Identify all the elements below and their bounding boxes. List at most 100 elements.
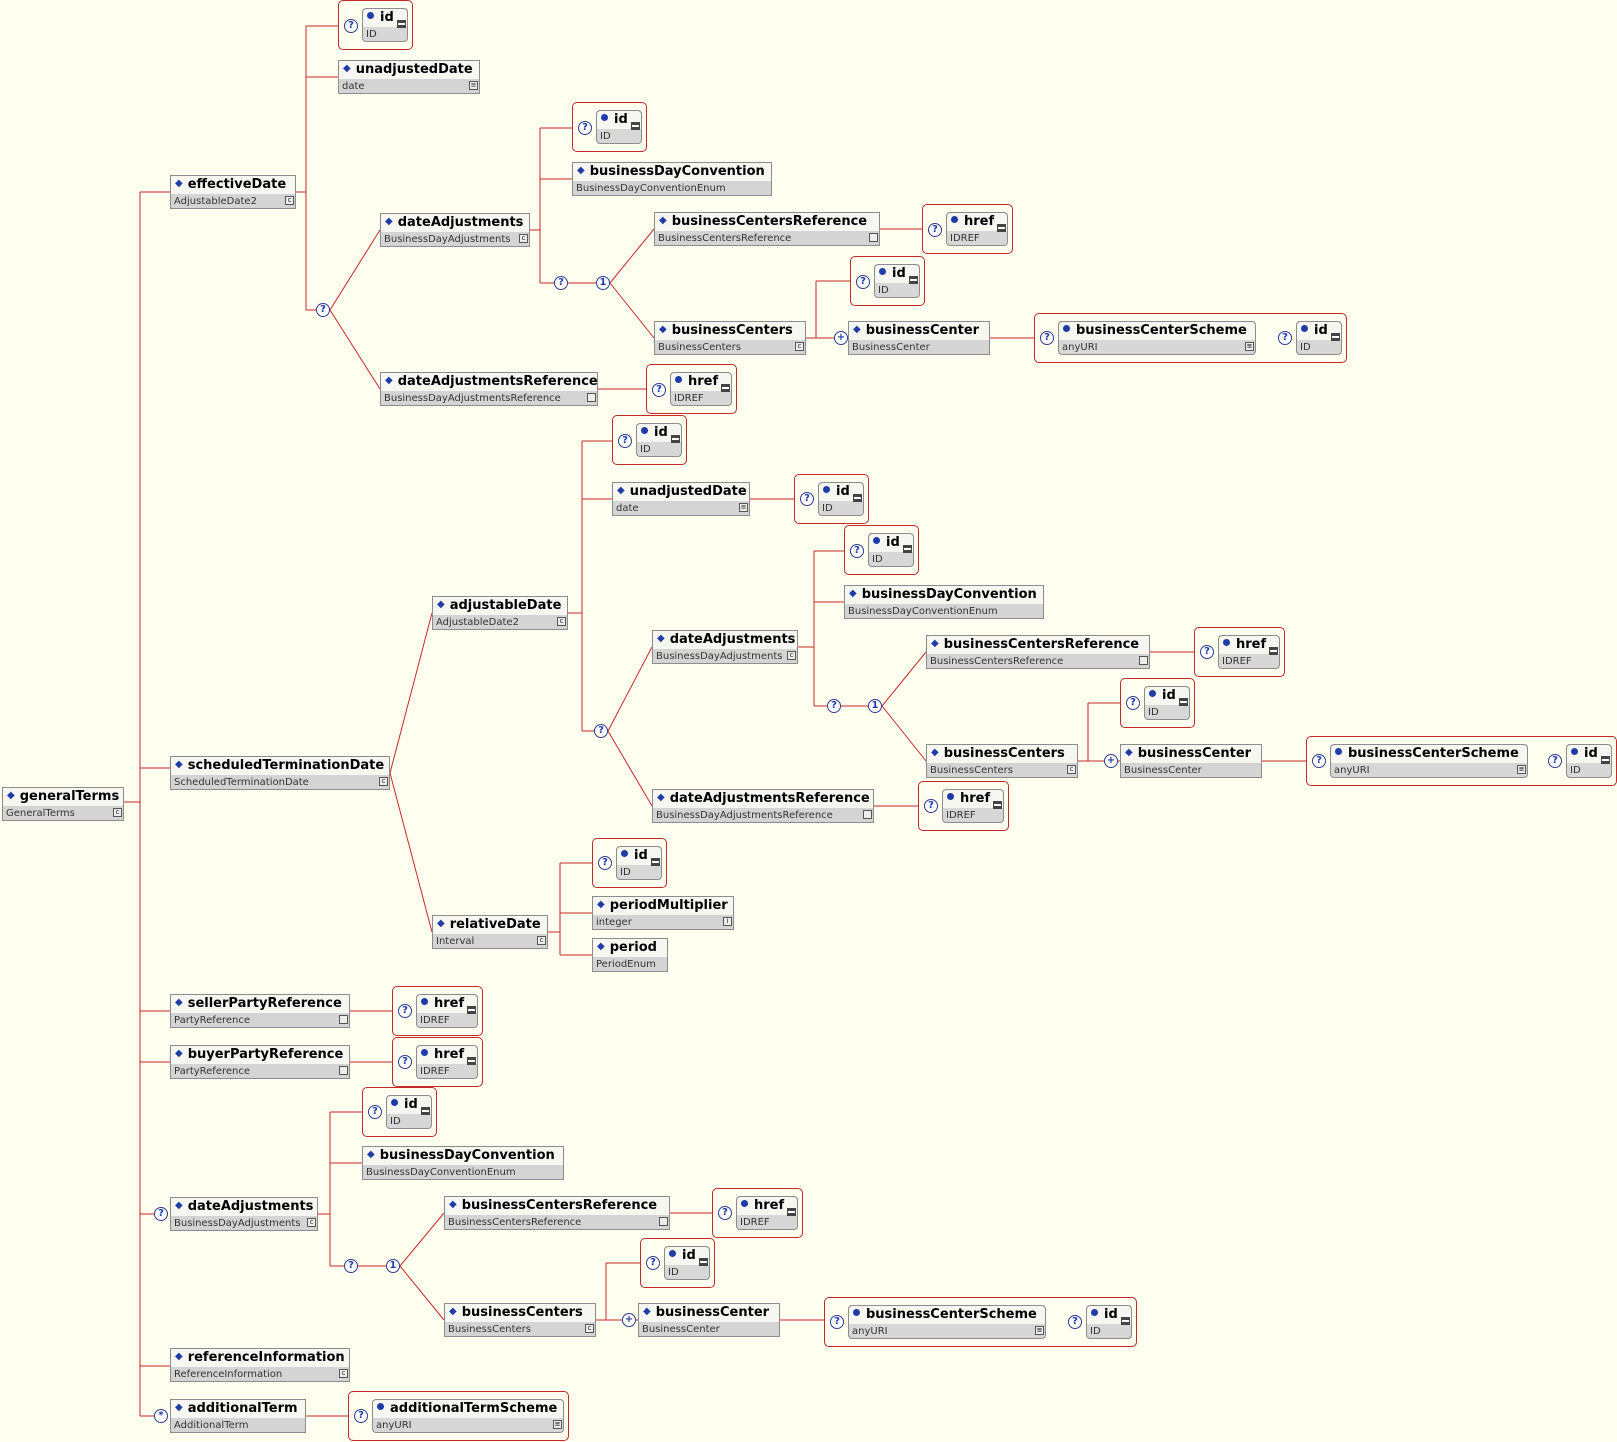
optional-badge: ? (1548, 754, 1562, 768)
optional-badge: ? (928, 223, 942, 237)
element-ad-business-centers-reference[interactable]: ◆businessCentersReference BusinessCenter… (926, 635, 1150, 669)
element-ad-business-center[interactable]: ◆businessCenter BusinessCenter (1120, 744, 1262, 778)
optional-badge: ? (1068, 1315, 1082, 1329)
attr-gt-da-id[interactable]: id ID (386, 1095, 432, 1129)
attribute-group (712, 1188, 803, 1238)
attr-ad-bc-id[interactable]: id ID (1566, 744, 1612, 778)
attr-ed-bcs-id[interactable]: id ID (874, 264, 920, 298)
attribute-group (1194, 627, 1285, 677)
element-seller-party-reference[interactable]: ◆sellerPartyReference PartyReference (170, 994, 350, 1028)
attribute-group (572, 102, 647, 152)
attr-ed-dar-href[interactable]: href IDREF (670, 372, 732, 406)
element-ed-business-center[interactable]: ◆businessCenter BusinessCenter (848, 321, 990, 355)
attr-ad-ud-id[interactable]: id ID (818, 482, 864, 516)
optional-sequence-badge: ? (554, 276, 568, 290)
attr-ad-dar-href[interactable]: href IDREF (942, 789, 1004, 823)
attr-ad-da-id[interactable]: id ID (868, 533, 914, 567)
attr-buyer-href[interactable]: href IDREF (416, 1045, 478, 1079)
attr-gt-bc-id[interactable]: id ID (1086, 1305, 1132, 1339)
attribute-group (922, 204, 1013, 254)
attr-gt-bcs-id[interactable]: id ID (664, 1246, 710, 1280)
attr-ad-bc-scheme[interactable]: businessCenterScheme anyURI≡ (1330, 744, 1528, 778)
attr-ed-id[interactable]: id ID (362, 8, 408, 42)
attribute-group (338, 0, 413, 50)
attribute-group (348, 1391, 569, 1441)
optional-badge: ? (1312, 754, 1326, 768)
element-ad-unadjusted-date[interactable]: ◆unadjustedDate date≡ (612, 482, 750, 516)
attr-rd-id[interactable]: id ID (616, 846, 662, 880)
optional-badge: ? (652, 383, 666, 397)
attr-ed-bc-id[interactable]: id ID (1296, 321, 1342, 355)
attr-gt-bcr-href[interactable]: href IDREF (736, 1196, 798, 1230)
optional-badge: ? (800, 492, 814, 506)
element-reference-information[interactable]: ◆referenceInformation ReferenceInformati… (170, 1348, 350, 1382)
attribute-group (640, 1238, 715, 1288)
attribute-group (794, 474, 869, 524)
element-ad-date-adjustments-reference[interactable]: ◆dateAdjustmentsReference BusinessDayAdj… (652, 789, 874, 823)
element-buyer-party-reference[interactable]: ◆buyerPartyReference PartyReference (170, 1045, 350, 1079)
optional-sequence-badge: ? (344, 1259, 358, 1273)
element-additional-term[interactable]: ◆additionalTerm AdditionalTerm (170, 1399, 306, 1433)
optional-badge: ? (830, 1315, 844, 1329)
attr-ed-bcr-href[interactable]: href IDREF (946, 212, 1008, 246)
attribute-group (592, 838, 667, 888)
element-ed-business-centers-reference[interactable]: ◆businessCentersReference BusinessCenter… (654, 212, 880, 246)
attr-ed-bc-scheme[interactable]: businessCenterScheme anyURI≡ (1058, 321, 1256, 355)
element-ed-business-day-convention[interactable]: ◆businessDayConvention BusinessDayConven… (572, 162, 772, 196)
optional-badge: ? (1040, 331, 1054, 345)
choice-badge: 1 (386, 1259, 400, 1273)
repeat-badge: + (622, 1313, 636, 1327)
optional-sequence-badge: ? (827, 699, 841, 713)
optional-badge: ? (398, 1004, 412, 1018)
optional-badge: ? (1200, 645, 1214, 659)
attribute-group (844, 525, 919, 575)
attr-ad-bcs-id[interactable]: id ID (1144, 686, 1190, 720)
repeat-badge: + (834, 331, 848, 345)
optional-badge: ? (398, 1055, 412, 1069)
optional-badge: ? (354, 1409, 368, 1423)
element-gt-business-day-convention[interactable]: ◆businessDayConvention BusinessDayConven… (362, 1146, 564, 1180)
element-ad-business-day-convention[interactable]: ◆businessDayConvention BusinessDayConven… (844, 585, 1044, 619)
choice-badge: 1 (868, 699, 882, 713)
attribute-group (612, 415, 687, 465)
attribute-group (850, 256, 925, 306)
attr-gt-bc-scheme[interactable]: businessCenterScheme anyURI≡ (848, 1305, 1046, 1339)
attr-ad-bcr-href[interactable]: href IDREF (1218, 635, 1280, 669)
optional-badge: ? (718, 1206, 732, 1220)
element-gt-business-centers-reference[interactable]: ◆businessCentersReference BusinessCenter… (444, 1196, 670, 1230)
attr-ed-da-id[interactable]: id ID (596, 110, 642, 144)
choice-badge: 1 (596, 276, 610, 290)
element-gt-business-center[interactable]: ◆businessCenter BusinessCenter (638, 1303, 780, 1337)
attr-at-scheme[interactable]: additionalTermScheme anyURI≡ (372, 1399, 564, 1433)
optional-badge: ? (1126, 696, 1140, 710)
attribute-group (1120, 678, 1195, 728)
attribute-group (646, 364, 737, 414)
attribute-group (918, 781, 1009, 831)
attribute-group (392, 986, 483, 1036)
optional-badge: ? (1278, 331, 1292, 345)
zero-or-more-badge: * (154, 1409, 168, 1423)
optional-badge: ? (856, 275, 870, 289)
attribute-group (362, 1087, 437, 1137)
element-ed-date-adjustments-reference[interactable]: ◆dateAdjustmentsReference BusinessDayAdj… (380, 372, 598, 406)
element-period[interactable]: ◆period PeriodEnum (592, 938, 668, 972)
optional-badge: ? (924, 799, 938, 813)
element-scheduled-termination-date[interactable]: ◆scheduledTerminationDate ScheduledTermi… (170, 756, 390, 790)
attr-seller-href[interactable]: href IDREF (416, 994, 478, 1028)
attr-ad-id[interactable]: id ID (636, 423, 682, 457)
repeat-badge: + (1104, 754, 1118, 768)
element-ed-unadjusted-date[interactable]: ◆unadjustedDate date≡ (338, 60, 480, 94)
optional-badge: ? (850, 544, 864, 558)
optional-badge: ? (618, 434, 632, 448)
